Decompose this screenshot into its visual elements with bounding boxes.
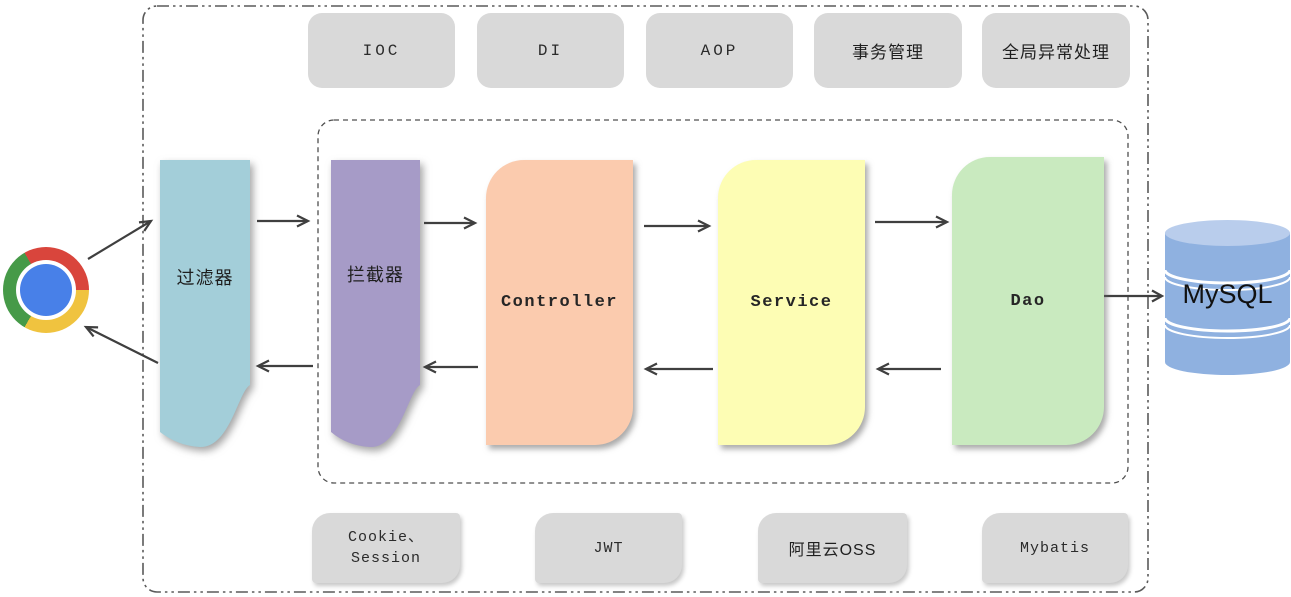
outer-boundary bbox=[142, 5, 1149, 593]
feature-chip-transaction: 事务管理 bbox=[814, 13, 962, 88]
dao-label: Dao bbox=[1010, 291, 1046, 311]
tech-chip-label: Cookie、 Session bbox=[348, 527, 424, 569]
mysql-label: MySQL bbox=[1182, 279, 1273, 309]
mysql-cylinder-icon bbox=[1163, 220, 1291, 376]
inner-boundary bbox=[317, 119, 1129, 484]
feature-chip-label: 事务管理 bbox=[852, 43, 924, 62]
controller-box: Controller bbox=[486, 160, 633, 445]
arrow-service-to-controller bbox=[643, 362, 713, 376]
arrow-filter-to-interceptor bbox=[257, 214, 311, 228]
feature-chip-aop: AOP bbox=[646, 13, 793, 88]
feature-chip-label: AOP bbox=[700, 41, 739, 60]
feature-chip-label: 全局异常处理 bbox=[1002, 43, 1110, 62]
arrow-dao-to-mysql bbox=[1104, 289, 1165, 303]
arrow-interceptor-to-filter bbox=[255, 359, 313, 373]
interceptor-shape bbox=[331, 160, 420, 448]
feature-chip-global-exception: 全局异常处理 bbox=[982, 13, 1130, 88]
arrow-controller-to-interceptor bbox=[422, 360, 478, 374]
service-label: Service bbox=[750, 293, 833, 312]
tech-chip-mybatis: Mybatis bbox=[982, 513, 1128, 583]
service-box: Service bbox=[718, 160, 865, 445]
arrow-dao-to-service bbox=[875, 362, 941, 376]
tech-chip-line2: Session bbox=[350, 550, 421, 567]
arrow-controller-to-service bbox=[644, 219, 712, 233]
feature-chip-label: IOC bbox=[362, 41, 401, 60]
filter-label: 过滤器 bbox=[176, 268, 234, 288]
tech-chip-label: Mybatis bbox=[1019, 539, 1090, 557]
arrow-service-to-dao bbox=[875, 215, 950, 229]
feature-chip-di: DI bbox=[477, 13, 624, 88]
tech-chip-aliyun-oss: 阿里云OSS bbox=[758, 513, 907, 583]
feature-chip-label: DI bbox=[537, 41, 564, 60]
tech-chip-cookie-session: Cookie、 Session bbox=[312, 513, 460, 583]
tech-chip-jwt: JWT bbox=[535, 513, 682, 583]
tech-chip-line1: Cookie、 bbox=[347, 529, 424, 546]
tech-chip-label: JWT bbox=[593, 539, 624, 557]
chrome-browser-icon bbox=[3, 247, 89, 333]
feature-chip-ioc: IOC bbox=[308, 13, 455, 88]
filter-shape bbox=[160, 160, 250, 448]
arrow-filter-to-browser bbox=[83, 325, 159, 364]
dao-box: Dao bbox=[952, 157, 1104, 445]
interceptor-label: 拦截器 bbox=[347, 265, 404, 285]
controller-label: Controller bbox=[500, 293, 619, 312]
arrow-interceptor-to-controller bbox=[424, 216, 478, 230]
tech-chip-label: 阿里云OSS bbox=[788, 542, 877, 559]
arrow-browser-to-filter bbox=[87, 219, 154, 260]
chrome-blue-core-icon bbox=[20, 264, 72, 316]
